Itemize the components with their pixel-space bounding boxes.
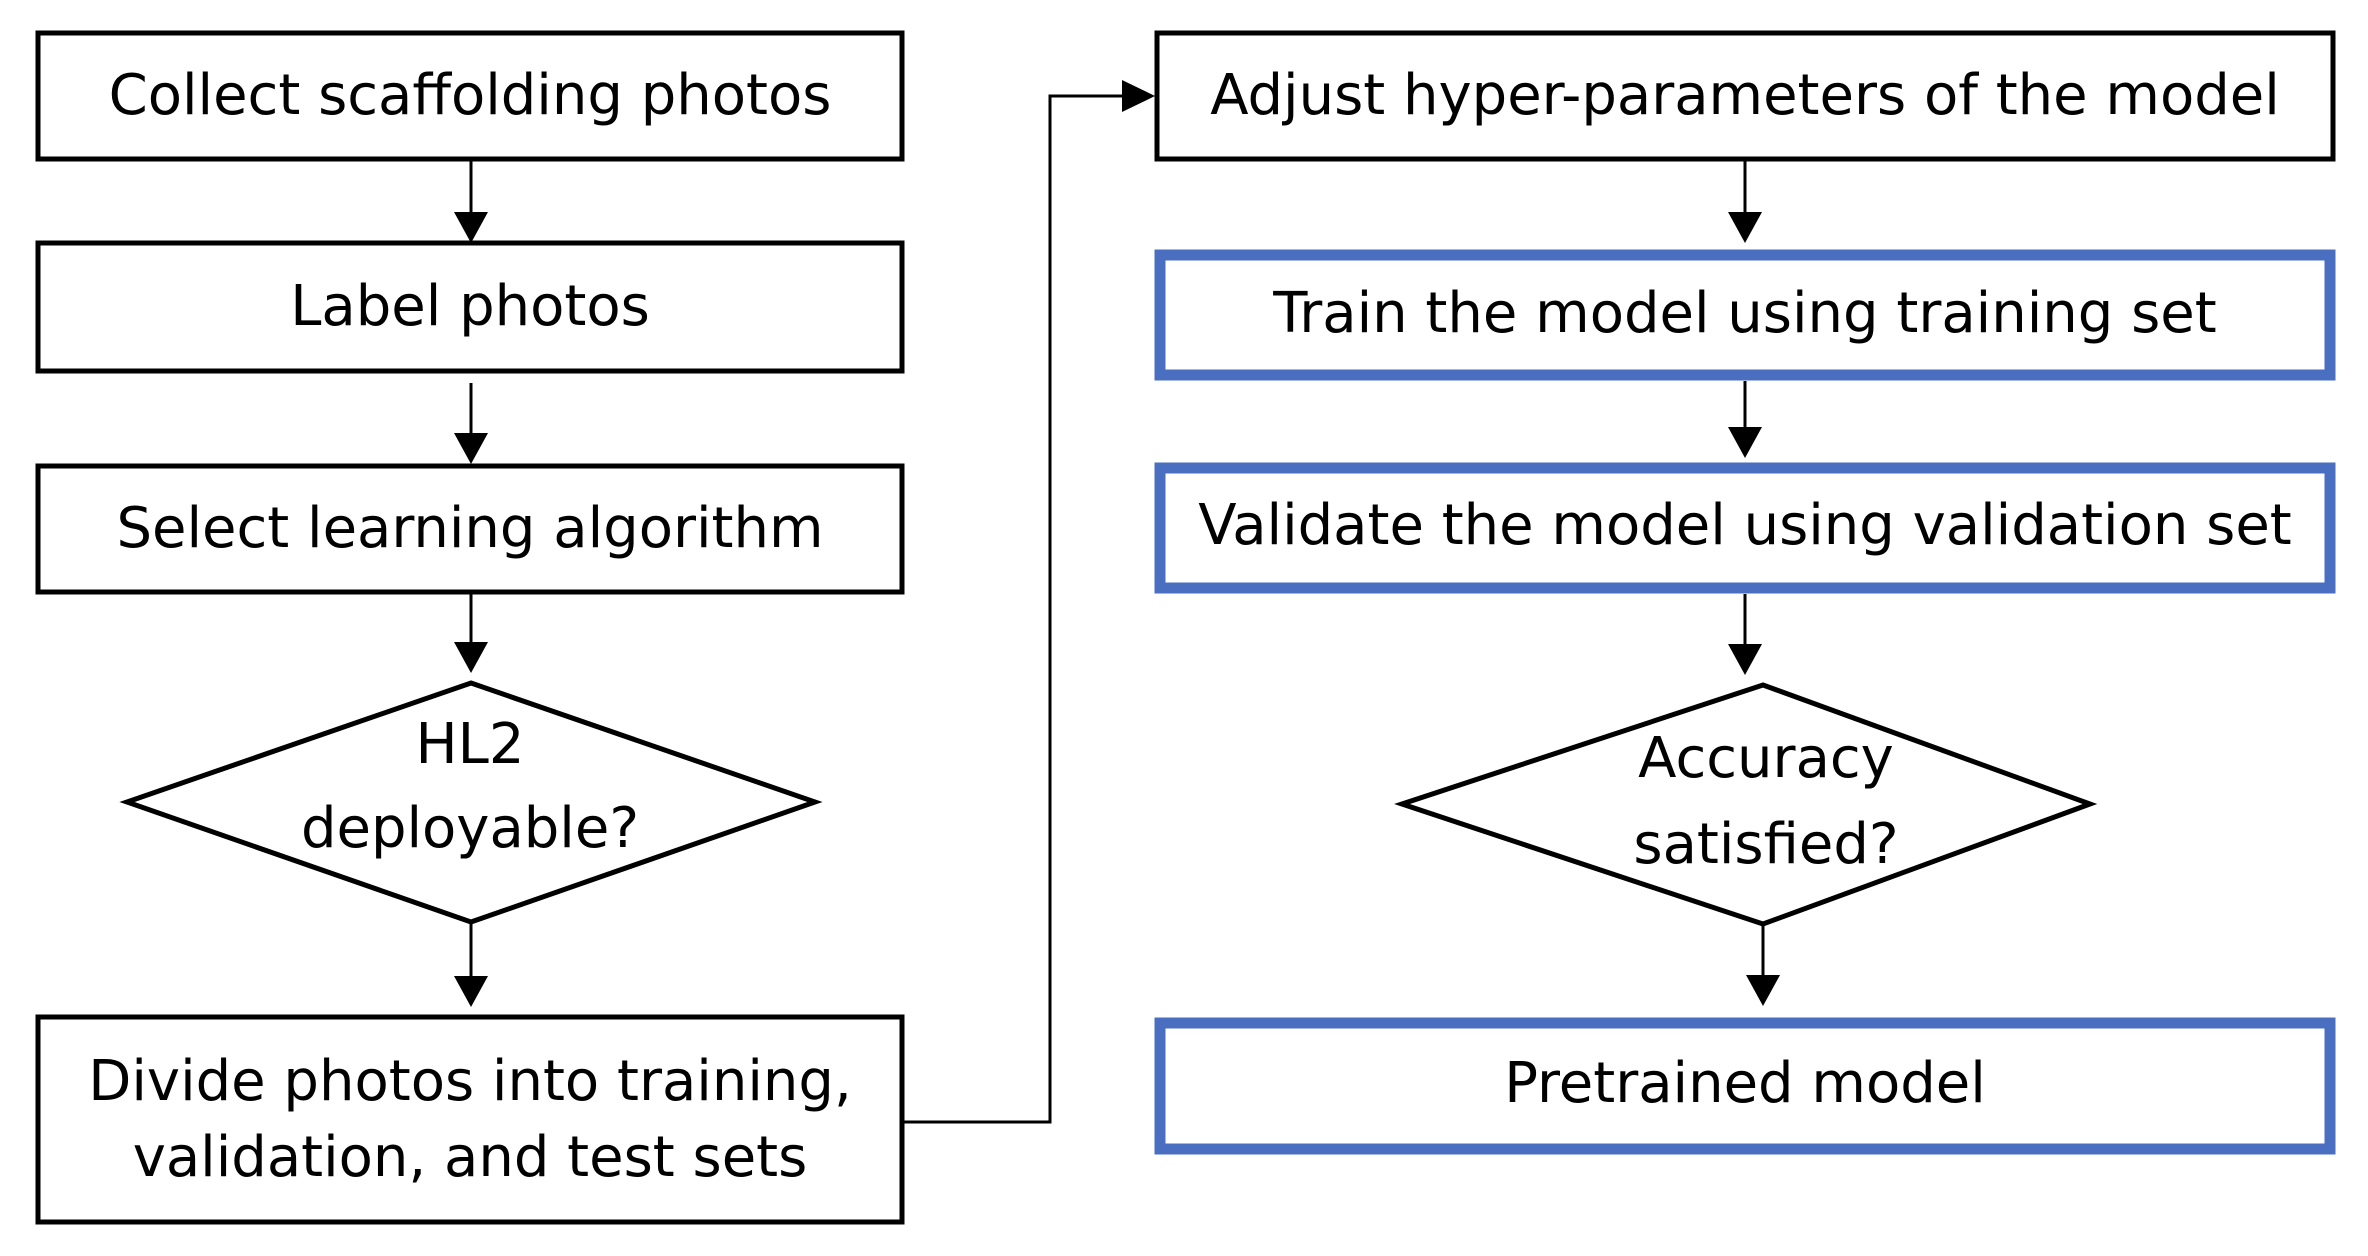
decision-accuracy-satisfied: Accuracy satisfied?	[1394, 682, 2098, 927]
connector-train-to-validate	[1728, 381, 1762, 458]
connector-collect-to-label	[454, 159, 488, 243]
node-select-algorithm-label: Select learning algorithm	[116, 496, 823, 561]
node-train-model-label: Train the model using training set	[1272, 281, 2216, 346]
node-collect-photos: Collect scaffolding photos	[35, 30, 905, 162]
node-divide-photos: Divide photos into training, validation,…	[35, 1014, 905, 1225]
connector-decision-to-pretrained	[1746, 926, 1780, 1006]
decision-hl2-line2: deployable?	[301, 796, 639, 861]
decision-accuracy-line2: satisfied?	[1633, 812, 1898, 877]
connector-decision-to-divide	[454, 924, 488, 1007]
node-adjust-hyperparameters-label: Adjust hyper-parameters of the model	[1210, 63, 2280, 128]
decision-accuracy-line1: Accuracy	[1638, 726, 1894, 791]
connector-adjust-to-train	[1728, 159, 1762, 243]
connector-label-to-select	[454, 383, 488, 464]
node-label-photos: Label photos	[35, 240, 905, 374]
connector-divide-to-adjust	[902, 80, 1155, 1124]
node-select-algorithm: Select learning algorithm	[35, 463, 905, 595]
connector-validate-to-decision	[1728, 594, 1762, 675]
node-divide-photos-line1: Divide photos into training,	[88, 1049, 852, 1114]
node-adjust-hyperparameters: Adjust hyper-parameters of the model	[1154, 30, 2336, 162]
node-train-model: Train the model using training set	[1154, 249, 2336, 381]
node-validate-model-label: Validate the model using validation set	[1198, 493, 2292, 558]
node-pretrained-model-label: Pretrained model	[1504, 1051, 1986, 1116]
node-label-photos-label: Label photos	[290, 274, 650, 339]
decision-hl2-line1: HL2	[416, 712, 525, 777]
decision-hl2-deployable: HL2 deployable?	[119, 680, 823, 925]
node-divide-photos-line2: validation, and test sets	[133, 1125, 808, 1190]
node-pretrained-model: Pretrained model	[1154, 1017, 2336, 1155]
connector-select-to-decision	[454, 594, 488, 673]
node-collect-photos-label: Collect scaffolding photos	[109, 63, 832, 128]
node-validate-model: Validate the model using validation set	[1154, 462, 2336, 594]
